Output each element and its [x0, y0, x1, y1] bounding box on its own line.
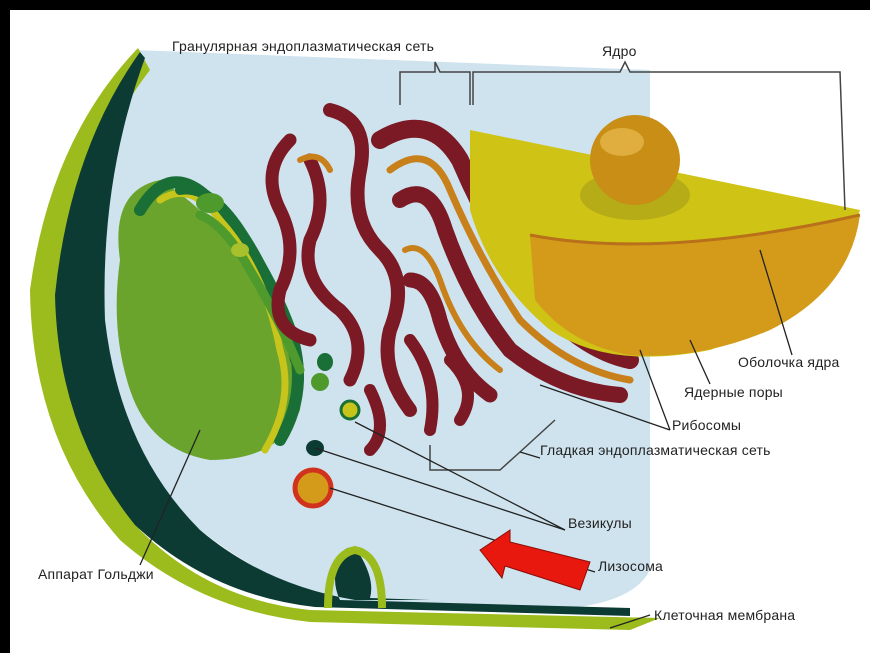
label-ribosomes: Рибосомы: [672, 417, 741, 433]
golgi-vesicle: [317, 353, 333, 371]
cell-diagram: [10, 10, 870, 653]
label-nuclear-pores: Ядерные поры: [684, 384, 783, 400]
nucleolus: [590, 115, 680, 205]
lysosome: [295, 470, 331, 506]
golgi-vesicle: [196, 193, 224, 213]
golgi-vesicle: [341, 401, 359, 419]
label-smooth-er: Гладкая эндоплазматическая сеть: [540, 442, 771, 458]
diagram-canvas: Гранулярная эндоплазматическая сеть Ядро…: [10, 10, 870, 653]
nucleolus-highlight: [600, 128, 644, 156]
label-rough-er: Гранулярная эндоплазматическая сеть: [172, 38, 434, 54]
label-lysosome: Лизосома: [598, 558, 663, 574]
label-nucleus: Ядро: [602, 43, 637, 59]
label-nuclear-envelope: Оболочка ядра: [738, 354, 840, 370]
golgi-vesicle: [311, 373, 329, 391]
label-golgi: Аппарат Гольджи: [38, 566, 154, 582]
golgi-vesicle: [231, 243, 249, 257]
label-cell-membrane: Клеточная мембрана: [654, 607, 795, 623]
label-vesicles: Везикулы: [568, 515, 632, 531]
